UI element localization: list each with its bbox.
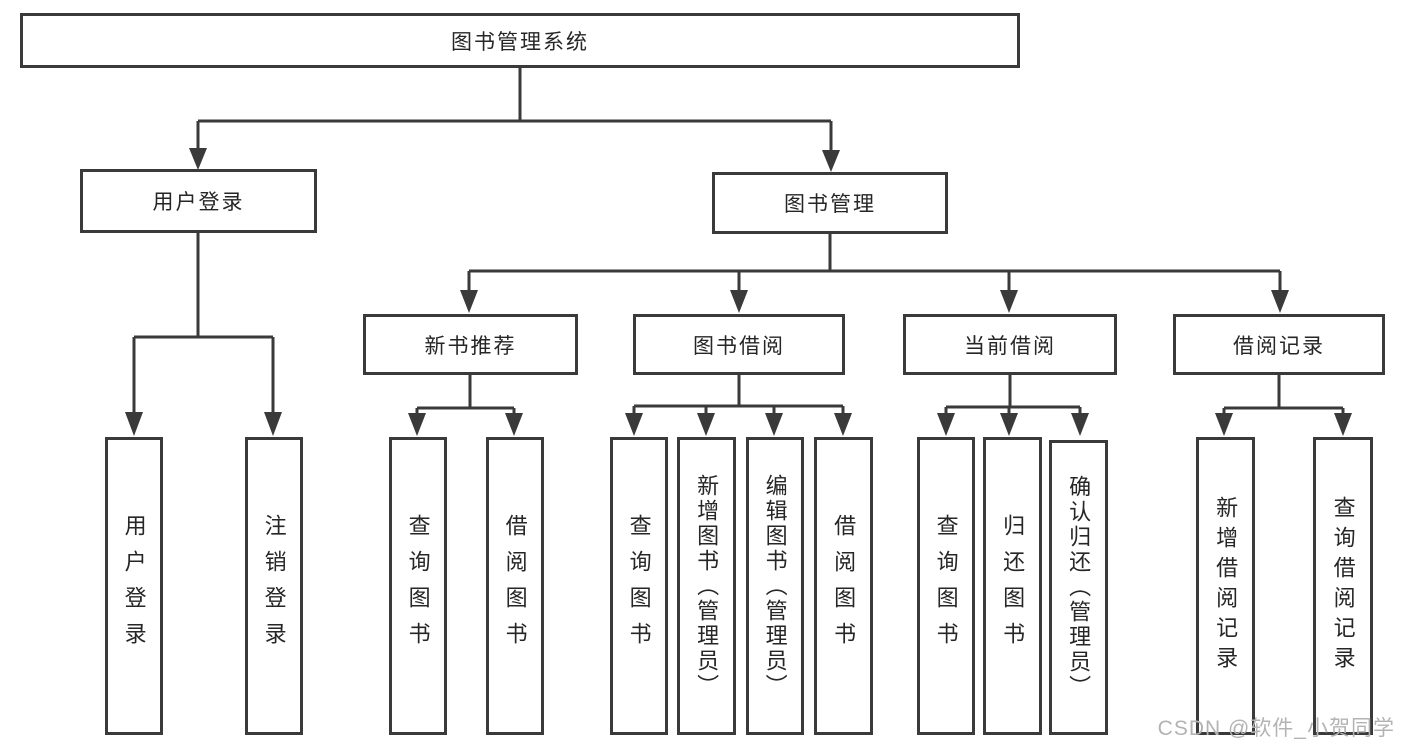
node-current-borrowing-label: 当前借阅 (964, 334, 1056, 358)
leaf-query-books-current-label: 查询图书 (933, 514, 959, 658)
leaf-return-books: 归还图书 (983, 437, 1042, 735)
node-root: 图书管理系统 (20, 13, 1020, 68)
leaf-logout-login-label: 注销登录 (261, 514, 287, 658)
leaf-return-books-label: 归还图书 (1000, 514, 1026, 658)
node-borrowing-records: 借阅记录 (1173, 314, 1385, 375)
leaf-query-books-borrow-label: 查询图书 (626, 514, 652, 658)
leaf-borrow-books-borrow: 借阅图书 (814, 437, 873, 735)
leaf-query-books-recommend-label: 查询图书 (405, 514, 431, 658)
leaf-query-books-borrow: 查询图书 (610, 437, 668, 735)
leaf-user-login: 用户登录 (105, 437, 163, 735)
node-book-management: 图书管理 (712, 172, 948, 234)
leaf-confirm-return-admin: 确认归还（管理员） (1049, 440, 1108, 735)
node-book-management-label: 图书管理 (784, 193, 876, 216)
csdn-watermark: CSDN @软件_小贺同学 (1157, 717, 1395, 740)
node-book-borrowing-label: 图书借阅 (693, 334, 785, 358)
node-new-book-recommendation: 新书推荐 (363, 314, 578, 375)
leaf-user-login-label: 用户登录 (121, 514, 147, 658)
leaf-borrow-books-borrow-label: 借阅图书 (831, 514, 857, 658)
leaf-query-borrow-record: 查询借阅记录 (1313, 437, 1373, 735)
node-user-login: 用户登录 (80, 169, 317, 233)
leaf-borrow-books-recommend-label: 借阅图书 (502, 514, 528, 658)
leaf-query-books-recommend: 查询图书 (389, 437, 447, 735)
node-user-login-label: 用户登录 (152, 191, 245, 214)
leaf-add-borrow-record: 新增借阅记录 (1196, 437, 1255, 735)
leaf-add-borrow-record-label: 新增借阅记录 (1213, 496, 1239, 676)
node-root-label: 图书管理系统 (451, 30, 589, 54)
leaf-edit-books-admin-label: 编辑图书（管理员） (762, 473, 788, 699)
leaf-borrow-books-recommend: 借阅图书 (486, 437, 544, 735)
leaf-edit-books-admin: 编辑图书（管理员） (746, 437, 804, 735)
node-current-borrowing: 当前借阅 (903, 314, 1117, 375)
leaf-query-borrow-record-label: 查询借阅记录 (1330, 496, 1356, 676)
leaf-add-books-admin: 新增图书（管理员） (677, 437, 736, 735)
leaf-logout-login: 注销登录 (245, 437, 303, 735)
node-book-borrowing: 图书借阅 (633, 314, 845, 375)
leaf-confirm-return-admin-label: 确认归还（管理员） (1066, 475, 1092, 700)
node-new-book-recommendation-label: 新书推荐 (424, 334, 517, 358)
node-borrowing-records-label: 借阅记录 (1233, 334, 1325, 358)
leaf-add-books-admin-label: 新增图书（管理员） (694, 473, 720, 699)
leaf-query-books-current: 查询图书 (917, 437, 975, 735)
